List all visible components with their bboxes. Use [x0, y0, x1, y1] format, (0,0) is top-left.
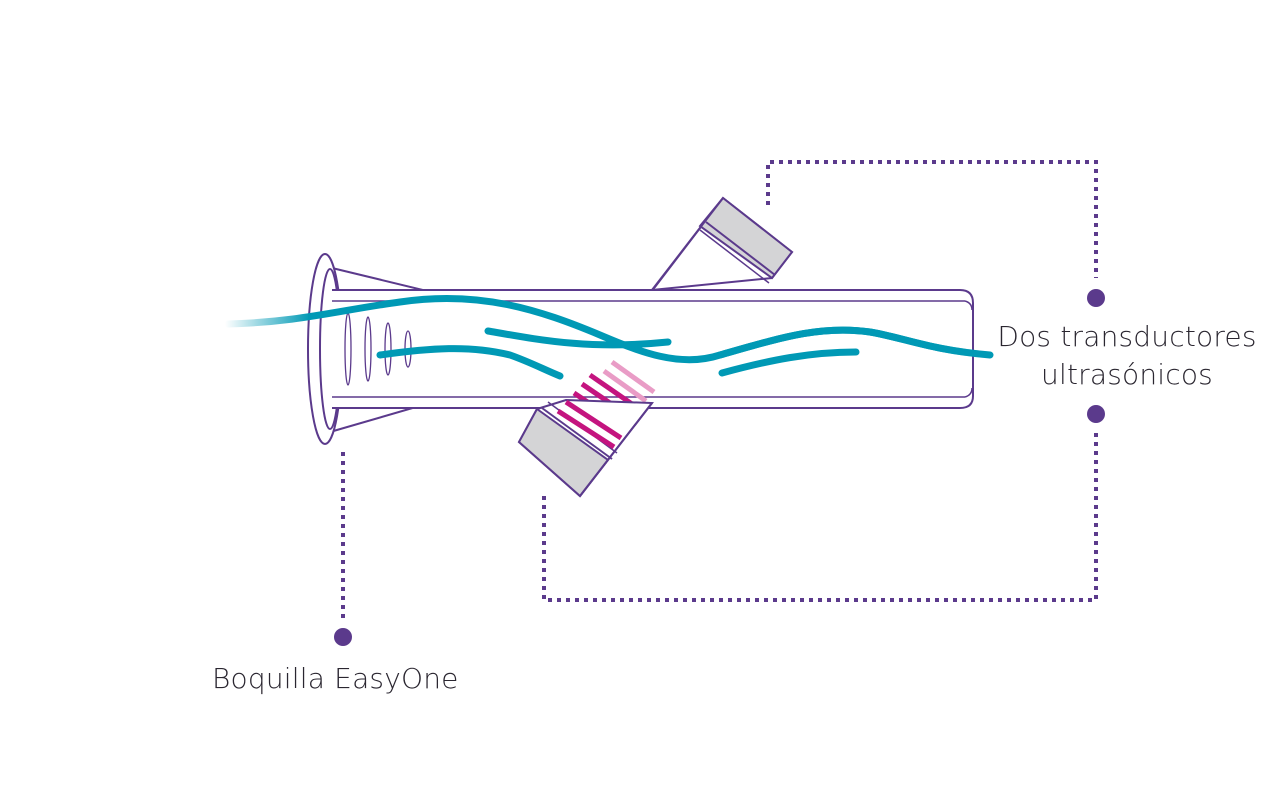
- transducers-label-line1: Dos transductores: [997, 320, 1257, 353]
- transducers-label-line2: ultrasónicos: [1041, 358, 1213, 391]
- lower-transducer-icon: [517, 398, 654, 498]
- transducers-label: Dos transductores ultrasónicos: [992, 318, 1262, 394]
- callout-dot-icon: [334, 628, 352, 646]
- upper-transducer-icon: [649, 196, 794, 292]
- airflow-waves: [224, 294, 994, 380]
- callout-transducers: [542, 160, 1098, 602]
- callout-dot-icon: [1087, 289, 1105, 307]
- callout-dot-icon: [1087, 405, 1105, 423]
- mouthpiece-label: Boquilla EasyOne: [212, 662, 459, 695]
